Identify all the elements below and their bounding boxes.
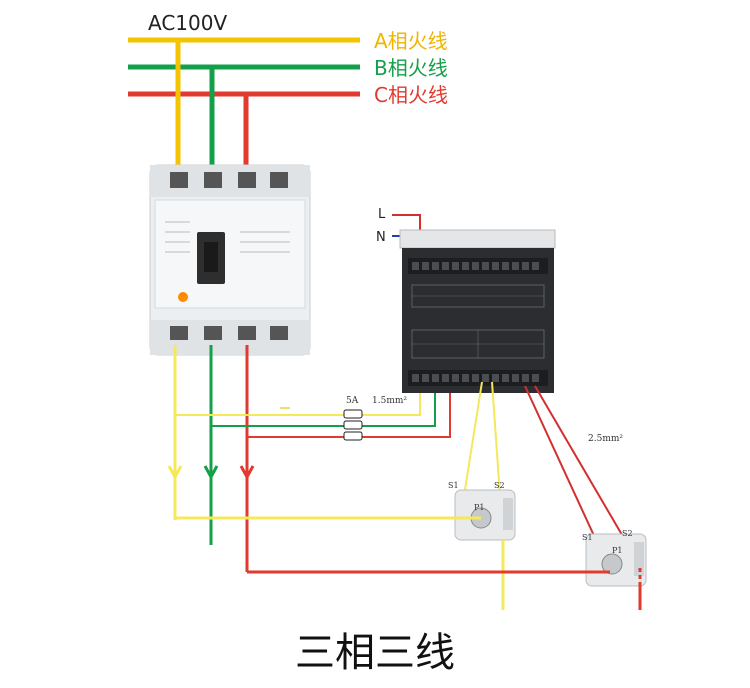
arrow-a-icon [167,465,183,481]
voltage-tap-c [247,380,451,438]
ct-a-s2: S2 [494,481,505,490]
circuit-breaker [149,164,311,356]
fuse-icon [343,431,363,441]
power-meter [399,229,556,393]
phase-b-label: B相火线 [374,56,448,80]
top-terminal-block [412,262,539,270]
ct-c-p1: P1 [612,546,622,555]
voltage-wire-label: 1.5mm² [372,396,407,406]
ct-a-s1: S1 [448,481,459,490]
diagram-caption: 三相三线 [295,630,455,676]
ct-c-s1: S1 [582,533,593,542]
breaker-indicator [178,292,188,302]
current-wire-label: 2.5mm² [588,434,623,444]
supply-voltage-label: AC100V [148,11,227,35]
arrow-b-icon [203,465,219,481]
voltage-tap-b [211,380,436,427]
arrow-c-icon [239,465,255,481]
ct-a-p1: P1 [474,503,484,512]
l-label: L [378,207,386,222]
ct2-s2-wire [534,385,626,541]
phase-a-label: A相火线 [374,29,448,53]
ct1-s1-wire [463,381,483,497]
fuse-icon [343,420,363,430]
fuse-rating-label: 5A [346,396,359,406]
n-label: N [376,230,386,245]
ct-c-s2: S2 [622,529,633,538]
ct2-s1-wire [524,385,597,541]
phase-c-label: C相火线 [374,83,448,107]
bottom-terminal-block [412,374,539,382]
current-transformer-c: S1 S2 P1 [582,529,647,587]
ct1-s2-wire [491,381,501,497]
fuse-icon [343,409,363,419]
current-transformer-a: S1 S2 P1 [448,481,516,541]
